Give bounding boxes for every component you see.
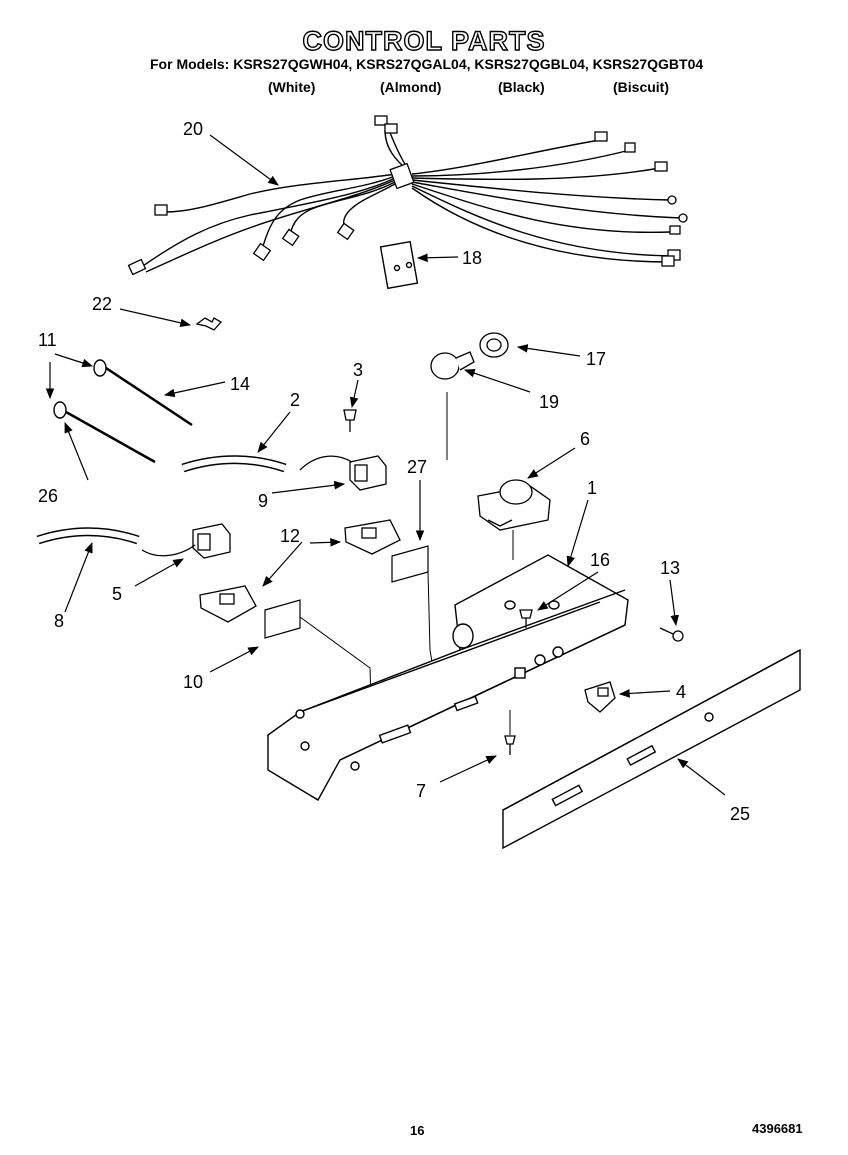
part-16-screw [519, 609, 533, 628]
callout-22: 22 [92, 294, 112, 314]
part-27-label [391, 545, 429, 583]
callout-12: 12 [280, 526, 300, 546]
callout-1: 1 [587, 478, 597, 498]
part-11-14-26-sensors [53, 359, 193, 464]
callout-2: 2 [290, 390, 300, 410]
part-12-brackets [199, 519, 401, 623]
part-1-housing [267, 554, 629, 801]
harness-connectors [127, 115, 688, 276]
part-22-clip [195, 317, 223, 331]
variant-biscuit: (Biscuit) [613, 79, 669, 95]
variant-white: (White) [268, 79, 316, 95]
variant-almond: (Almond) [380, 79, 442, 95]
part-17-socket [479, 332, 509, 358]
variant-black: (Black) [498, 79, 545, 95]
callout-27: 27 [407, 457, 427, 477]
part-9-switch [299, 455, 387, 491]
part-18-pad [379, 240, 419, 290]
page-title: CONTROL PARTS [302, 25, 546, 56]
document-number: 4396681 [752, 1121, 803, 1136]
callout-16: 16 [590, 550, 610, 570]
callout-3: 3 [353, 360, 363, 380]
callout-numbers: 20 18 22 11 17 3 14 19 2 6 27 1 9 26 12 … [38, 119, 750, 824]
part-25-trim [502, 648, 801, 850]
callout-8: 8 [54, 611, 64, 631]
callout-17: 17 [586, 349, 606, 369]
part-6-control [477, 479, 551, 531]
callout-14: 14 [230, 374, 250, 394]
part-4-clip [584, 681, 616, 713]
part-7-screw [504, 735, 516, 755]
callout-9: 9 [258, 491, 268, 511]
callout-18: 18 [462, 248, 482, 268]
callout-5: 5 [112, 584, 122, 604]
callout-13: 13 [660, 558, 680, 578]
callout-25: 25 [730, 804, 750, 824]
callout-26: 26 [38, 486, 58, 506]
wire-harness [139, 119, 681, 273]
leader-arrows [45, 134, 726, 796]
part-19-bulb [430, 351, 475, 380]
callout-6: 6 [580, 429, 590, 449]
callout-11: 11 [38, 330, 57, 350]
model-list: For Models: KSRS27QGWH04, KSRS27QGAL04, … [150, 56, 704, 72]
callout-10: 10 [183, 672, 203, 692]
callout-20: 20 [183, 119, 203, 139]
part-3-screw [343, 409, 357, 432]
callout-4: 4 [676, 682, 686, 702]
part-10-label [264, 599, 301, 639]
part-13-screw [659, 627, 684, 642]
callout-19: 19 [539, 392, 559, 412]
page-number: 16 [410, 1123, 425, 1138]
part-5-switch [141, 523, 231, 559]
callout-7: 7 [416, 781, 426, 801]
